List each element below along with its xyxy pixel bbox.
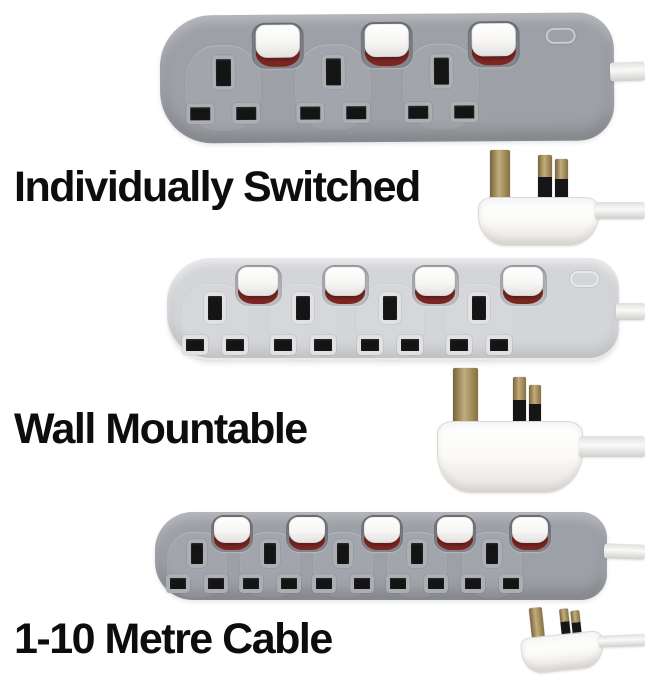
rocker-switch [360,21,413,69]
neutral-slot [222,335,248,355]
strip-cable [603,543,645,560]
uk-plug-icon [514,592,645,675]
earth-pin [528,606,545,639]
neutral-slot [342,102,371,124]
caption-wall-mountable: Wall Mountable [14,405,308,453]
live-slot [461,574,485,593]
rocker-switch [411,265,459,306]
plug-body [478,197,599,246]
rocker-switch [434,515,476,552]
rocker-switch [234,265,282,306]
earth-slot [379,292,401,324]
live-slot [446,335,472,355]
neutral-slot [397,335,423,355]
switch-cap [471,23,516,57]
plug-body [437,421,583,493]
switch-cap [437,516,473,544]
switch-cap [364,24,409,58]
earth-pin [453,368,478,423]
plug-cable [598,633,645,648]
switch-cap [214,516,250,544]
live-pin [538,155,552,199]
switch-cap [255,24,300,58]
rocker-switch [361,515,403,552]
live-pin [559,608,571,636]
neutral-slot [232,102,261,125]
switch-cap [289,516,325,544]
rocker-switch [499,265,547,306]
live-slot [182,335,208,355]
live-slot [357,335,383,355]
live-slot [296,102,325,124]
switch-cap [364,516,400,544]
strip-cable [616,303,645,320]
earth-pin [490,150,510,199]
switch-cap [503,267,543,297]
plug-cable [595,202,645,219]
live-slot [404,101,433,123]
switch-cap [415,267,455,297]
earth-slot [292,292,314,324]
neutral-pin [529,385,541,423]
earth-slot [187,539,207,568]
power-strip-5-gang [155,512,607,600]
earth-slot [407,539,427,568]
neutral-slot [350,574,374,593]
live-slot [166,574,190,593]
neutral-pin [555,159,568,199]
neutral-slot [486,335,512,355]
neon-indicator [545,27,576,44]
neutral-slot [424,574,448,593]
switch-cap [512,516,548,544]
earth-slot [211,55,235,91]
earth-slot [204,292,226,324]
uk-plug-icon [478,150,645,250]
rocker-switch [321,265,369,306]
switch-cap [325,267,365,297]
earth-slot [482,539,502,568]
power-strip-3-gang [159,12,615,144]
neon-indicator [570,271,599,287]
rocker-switch [467,21,520,68]
earth-slot [321,54,345,90]
caption-cable-length: 1-10 Metre Cable [14,615,333,663]
earth-slot [260,539,280,568]
rocker-switch [286,515,328,552]
rocker-switch [509,515,551,552]
switch-cap [238,267,278,297]
power-strip-4-gang [167,258,619,362]
rocker-switch [251,22,304,69]
neutral-slot [204,574,228,593]
live-slot [386,574,410,593]
earth-slot [429,53,453,89]
rocker-switch [211,515,253,552]
neutral-slot [450,101,479,123]
plug-cable [579,436,645,457]
earth-slot [333,539,353,568]
live-slot [270,335,296,355]
uk-plug-icon [437,368,645,494]
earth-slot [468,292,490,324]
caption-individually-switched: Individually Switched [14,163,421,211]
live-pin [513,377,526,423]
strip-cable [609,61,645,82]
live-slot [312,574,336,593]
neutral-slot [277,574,301,593]
plug-body [519,629,606,675]
live-slot [239,574,263,593]
neutral-slot [310,335,336,355]
live-slot [186,103,215,125]
neutral-slot [499,574,523,593]
